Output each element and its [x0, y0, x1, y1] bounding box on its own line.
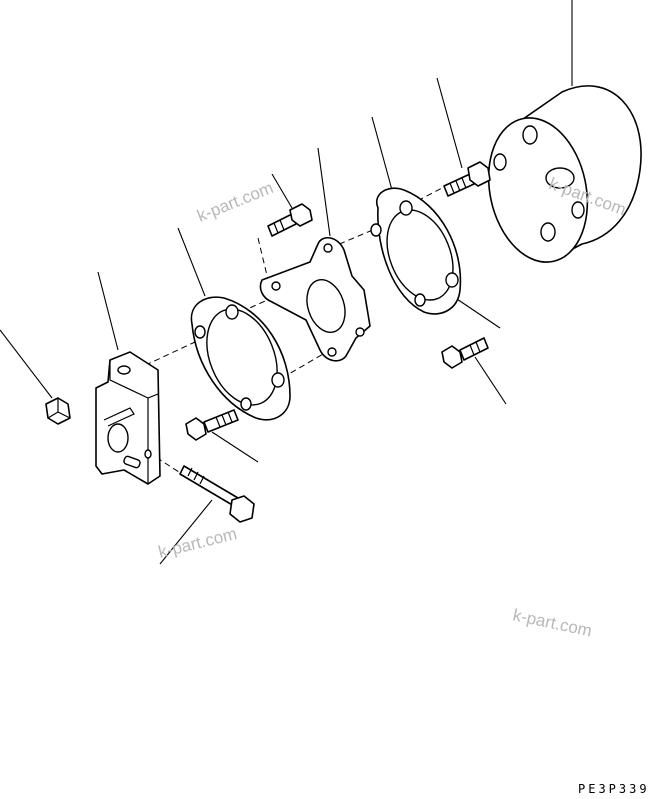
flange-hole-top: [323, 243, 333, 253]
bracket-bore: [107, 423, 129, 453]
left-plate-hole-3: [271, 372, 285, 388]
left-plate-hole-4: [240, 397, 252, 411]
leader-right-plate: [371, 116, 393, 191]
flange-hole-left: [271, 281, 281, 291]
drum-bolt-hole-4: [540, 222, 556, 242]
right-plate-hole-4: [414, 293, 426, 307]
drawing-code: PE3P339: [578, 782, 650, 796]
leader-nut: [0, 329, 53, 399]
drum-bolt-hole-1: [522, 125, 538, 145]
leader-upper-bolt: [436, 77, 463, 169]
leader-flange: [317, 147, 331, 237]
watermark-text: k-part.com: [194, 178, 276, 226]
small-bolt: [267, 203, 313, 237]
lower-left-bolt: [185, 409, 239, 441]
drum-bore-hole: [545, 167, 575, 189]
callout-leaders: [0, 0, 573, 565]
right-bolt: [441, 337, 489, 369]
leader-right-bolt: [474, 356, 507, 405]
center-line-long-bolt: [147, 451, 183, 475]
flange-hole-right: [355, 327, 365, 337]
left-plate-bore: [206, 308, 278, 406]
leader-left-plate: [177, 227, 206, 297]
bracket-side-hole: [144, 449, 152, 459]
mounting-flange: [259, 237, 371, 362]
right-plate: [370, 187, 462, 315]
leader-bracket: [97, 271, 119, 351]
drum-bolt-hole-2: [493, 153, 507, 171]
left-plate-hole-2: [194, 325, 206, 339]
leader-long-bolt: [159, 499, 213, 565]
drum-bolt-hole-3: [571, 201, 585, 219]
drum-pulley: [487, 85, 642, 263]
leader-small-bolt: [271, 173, 293, 209]
bracket: [95, 351, 161, 485]
right-plate-hole-2: [370, 223, 382, 237]
bracket-top-slot: [117, 365, 131, 375]
nut: [45, 397, 71, 425]
watermark-text: k-part.com: [511, 605, 593, 640]
left-plate: [190, 296, 291, 421]
watermark-text: k-part.com: [156, 524, 239, 562]
bracket-bottom-slot: [123, 455, 141, 469]
upper-bolt: [443, 161, 491, 197]
leader-lower-bolt: [211, 431, 259, 463]
center-line-mid-2: [329, 228, 376, 249]
flange-bore: [306, 279, 346, 333]
left-plate-hole-1: [225, 304, 239, 320]
right-plate-hole-3: [445, 272, 459, 288]
flange-hole-bottom: [327, 347, 337, 357]
right-plate-hole-1: [399, 200, 413, 216]
long-bolt: [179, 465, 255, 523]
